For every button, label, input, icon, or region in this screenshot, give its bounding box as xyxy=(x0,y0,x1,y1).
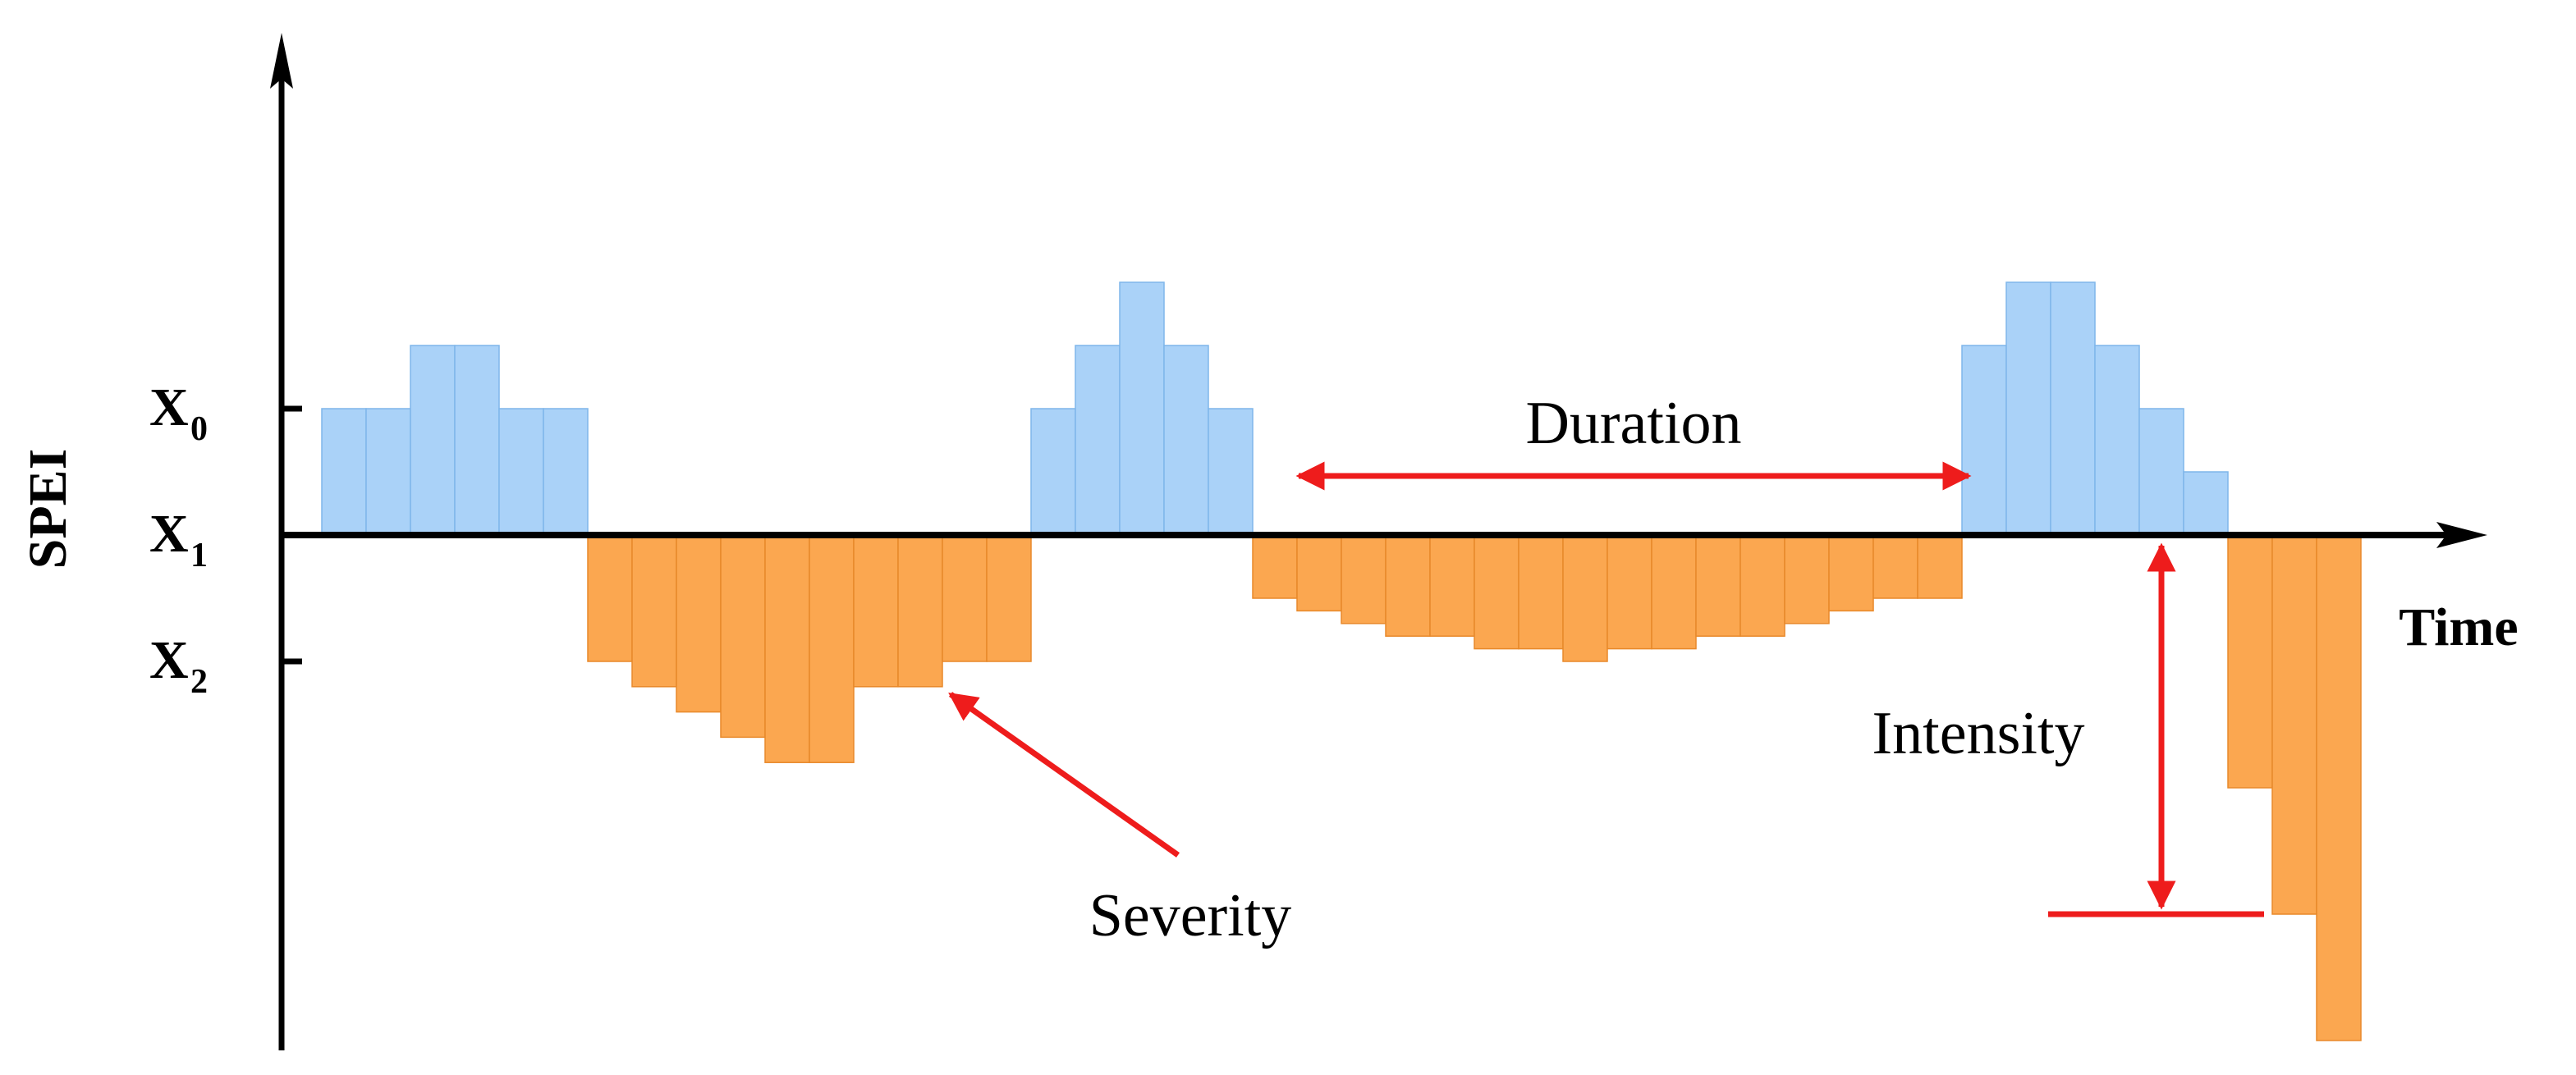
wet-bar xyxy=(498,408,544,536)
intensity-label: Intensity xyxy=(1872,700,2085,767)
dry-bar xyxy=(1917,534,1963,599)
wet-bar xyxy=(1075,345,1121,536)
tick-label-x2: X 2 xyxy=(149,630,208,701)
wet-bar xyxy=(454,345,500,536)
dry-bar xyxy=(1828,534,1874,612)
dry-bar xyxy=(587,534,633,662)
tick-label-x0-base: X xyxy=(149,377,189,437)
dry-bar xyxy=(853,534,899,688)
dry-bar xyxy=(2316,534,2362,1041)
severity-annotation: Severity xyxy=(948,692,1292,949)
dry-bar xyxy=(1252,534,1298,599)
dry-bar xyxy=(676,534,722,713)
wet-bar xyxy=(321,408,367,536)
dry-bar xyxy=(1739,534,1785,637)
wet-bar xyxy=(1119,281,1165,536)
x-axis-arrowhead xyxy=(2436,522,2487,548)
axes xyxy=(270,33,2487,1050)
wet-bar xyxy=(365,408,411,536)
tick-label-x1-base: X xyxy=(149,504,189,564)
dry-bar xyxy=(2271,534,2317,915)
wet-bar xyxy=(2005,281,2051,536)
dry-bar xyxy=(764,534,810,763)
x-axis-label: Time xyxy=(2399,597,2518,657)
dry-bar xyxy=(942,534,988,662)
intensity-annotation: Intensity xyxy=(1872,542,2264,917)
tick-label-x1-sub: 1 xyxy=(190,537,208,574)
dry-bar xyxy=(1474,534,1519,650)
dry-bar xyxy=(809,534,855,763)
dry-bar xyxy=(1695,534,1741,637)
dry-bar xyxy=(1296,534,1342,612)
y-axis-arrowhead xyxy=(270,33,293,89)
dry-bar xyxy=(1607,534,1652,650)
duration-label: Duration xyxy=(1525,390,1741,457)
dry-bar xyxy=(720,534,766,739)
dry-bar xyxy=(1385,534,1431,637)
tick-label-x2-base: X xyxy=(149,630,189,690)
tick-label-x1: X 1 xyxy=(149,504,208,574)
spei-bars xyxy=(321,281,2362,1041)
tick-label-x2-sub: 2 xyxy=(190,663,208,701)
wet-bar xyxy=(2138,408,2184,536)
wet-bar xyxy=(410,345,456,536)
dry-bar xyxy=(897,534,943,688)
wet-bar xyxy=(1030,408,1076,536)
severity-label: Severity xyxy=(1089,882,1292,949)
wet-bar xyxy=(2050,281,2096,536)
dry-bar xyxy=(2227,534,2273,789)
dry-bar xyxy=(1784,534,1830,624)
dry-bar xyxy=(1651,534,1697,650)
severity-arrow xyxy=(948,692,1180,858)
dry-bar xyxy=(1518,534,1564,650)
tick-label-x0-sub: 0 xyxy=(190,410,208,448)
wet-bar xyxy=(2183,471,2229,536)
dry-bar xyxy=(1872,534,1918,599)
wet-bar xyxy=(1961,345,2007,536)
wet-bar xyxy=(1208,408,1254,536)
y-axis-label: SPEI xyxy=(18,449,78,570)
wet-bar xyxy=(1163,345,1209,536)
dry-bar xyxy=(1341,534,1387,624)
tick-label-x0: X 0 xyxy=(149,377,208,448)
dry-bar xyxy=(986,534,1032,662)
dry-bar xyxy=(631,534,677,688)
dry-bar xyxy=(1429,534,1475,637)
duration-annotation: Duration xyxy=(1295,390,1972,491)
wet-bar xyxy=(543,408,589,536)
wet-bar xyxy=(2094,345,2140,536)
dry-bar xyxy=(1562,534,1608,662)
